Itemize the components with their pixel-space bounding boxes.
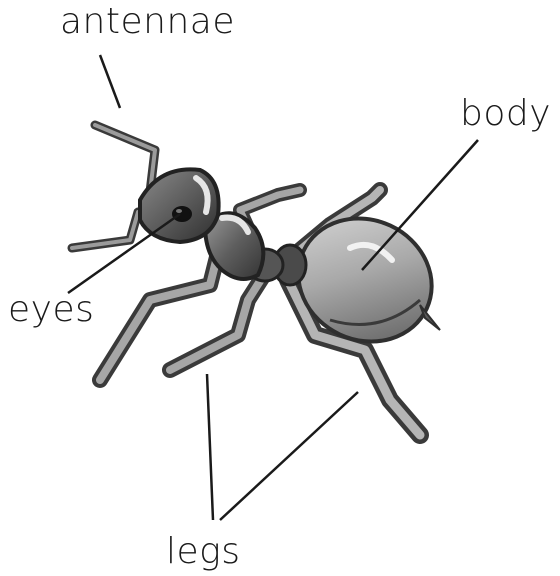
- eyes-leader: [68, 214, 180, 293]
- legs-leader-right: [220, 392, 358, 520]
- eyes-label: eyes: [8, 292, 94, 328]
- legs-leader-left: [207, 374, 213, 520]
- ant-gaster: [278, 197, 452, 363]
- body-label: body: [460, 96, 551, 132]
- ant-eye: [173, 207, 191, 221]
- antennae-parts: [72, 125, 155, 248]
- legs-label: legs: [166, 534, 241, 570]
- antennae-label: antennae: [60, 4, 235, 40]
- antennae-leader: [100, 55, 120, 108]
